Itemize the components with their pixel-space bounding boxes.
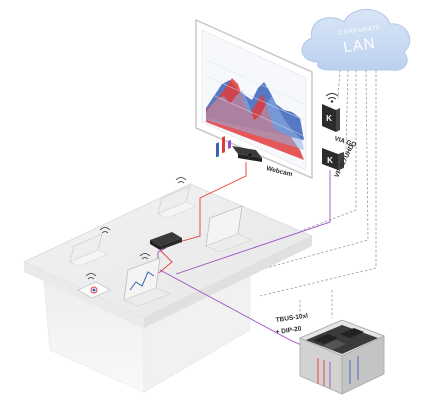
wifi-icon [325, 93, 339, 103]
kramer-logo-icon: K [326, 114, 332, 123]
tbus-label-line1: TBUS-10xl [275, 312, 308, 323]
wall-display [195, 18, 313, 180]
via-go-device: K VIA GO [322, 93, 357, 149]
tbus-enclosure [298, 319, 386, 395]
laptop-chart-bar [228, 139, 231, 150]
laptop-back-left [69, 227, 111, 267]
laptop-chart-bar [222, 136, 225, 154]
display-chart [205, 59, 305, 160]
wifi-icon [85, 273, 97, 280]
table-connectivity-box [150, 232, 182, 250]
corporate-lan-cloud: CORPORATE LAN [301, 9, 411, 71]
wifi-icon [99, 227, 111, 234]
laptop-front-left [123, 253, 171, 307]
cloud-big-label: LAN [342, 35, 376, 56]
cloud-small-label: CORPORATE [339, 25, 381, 37]
vp-427uhd-device: K VP-427UHD [322, 143, 356, 179]
laptop-back-right [157, 177, 197, 219]
wifi-icon [139, 253, 151, 260]
tablet [77, 273, 111, 299]
tbus-label-line2: + DIP-20 [275, 325, 302, 336]
wifi-icon [175, 177, 187, 184]
laptop-chart-bar [216, 142, 219, 158]
laptop-front-right [205, 136, 253, 253]
kramer-logo-icon: K [327, 156, 333, 165]
